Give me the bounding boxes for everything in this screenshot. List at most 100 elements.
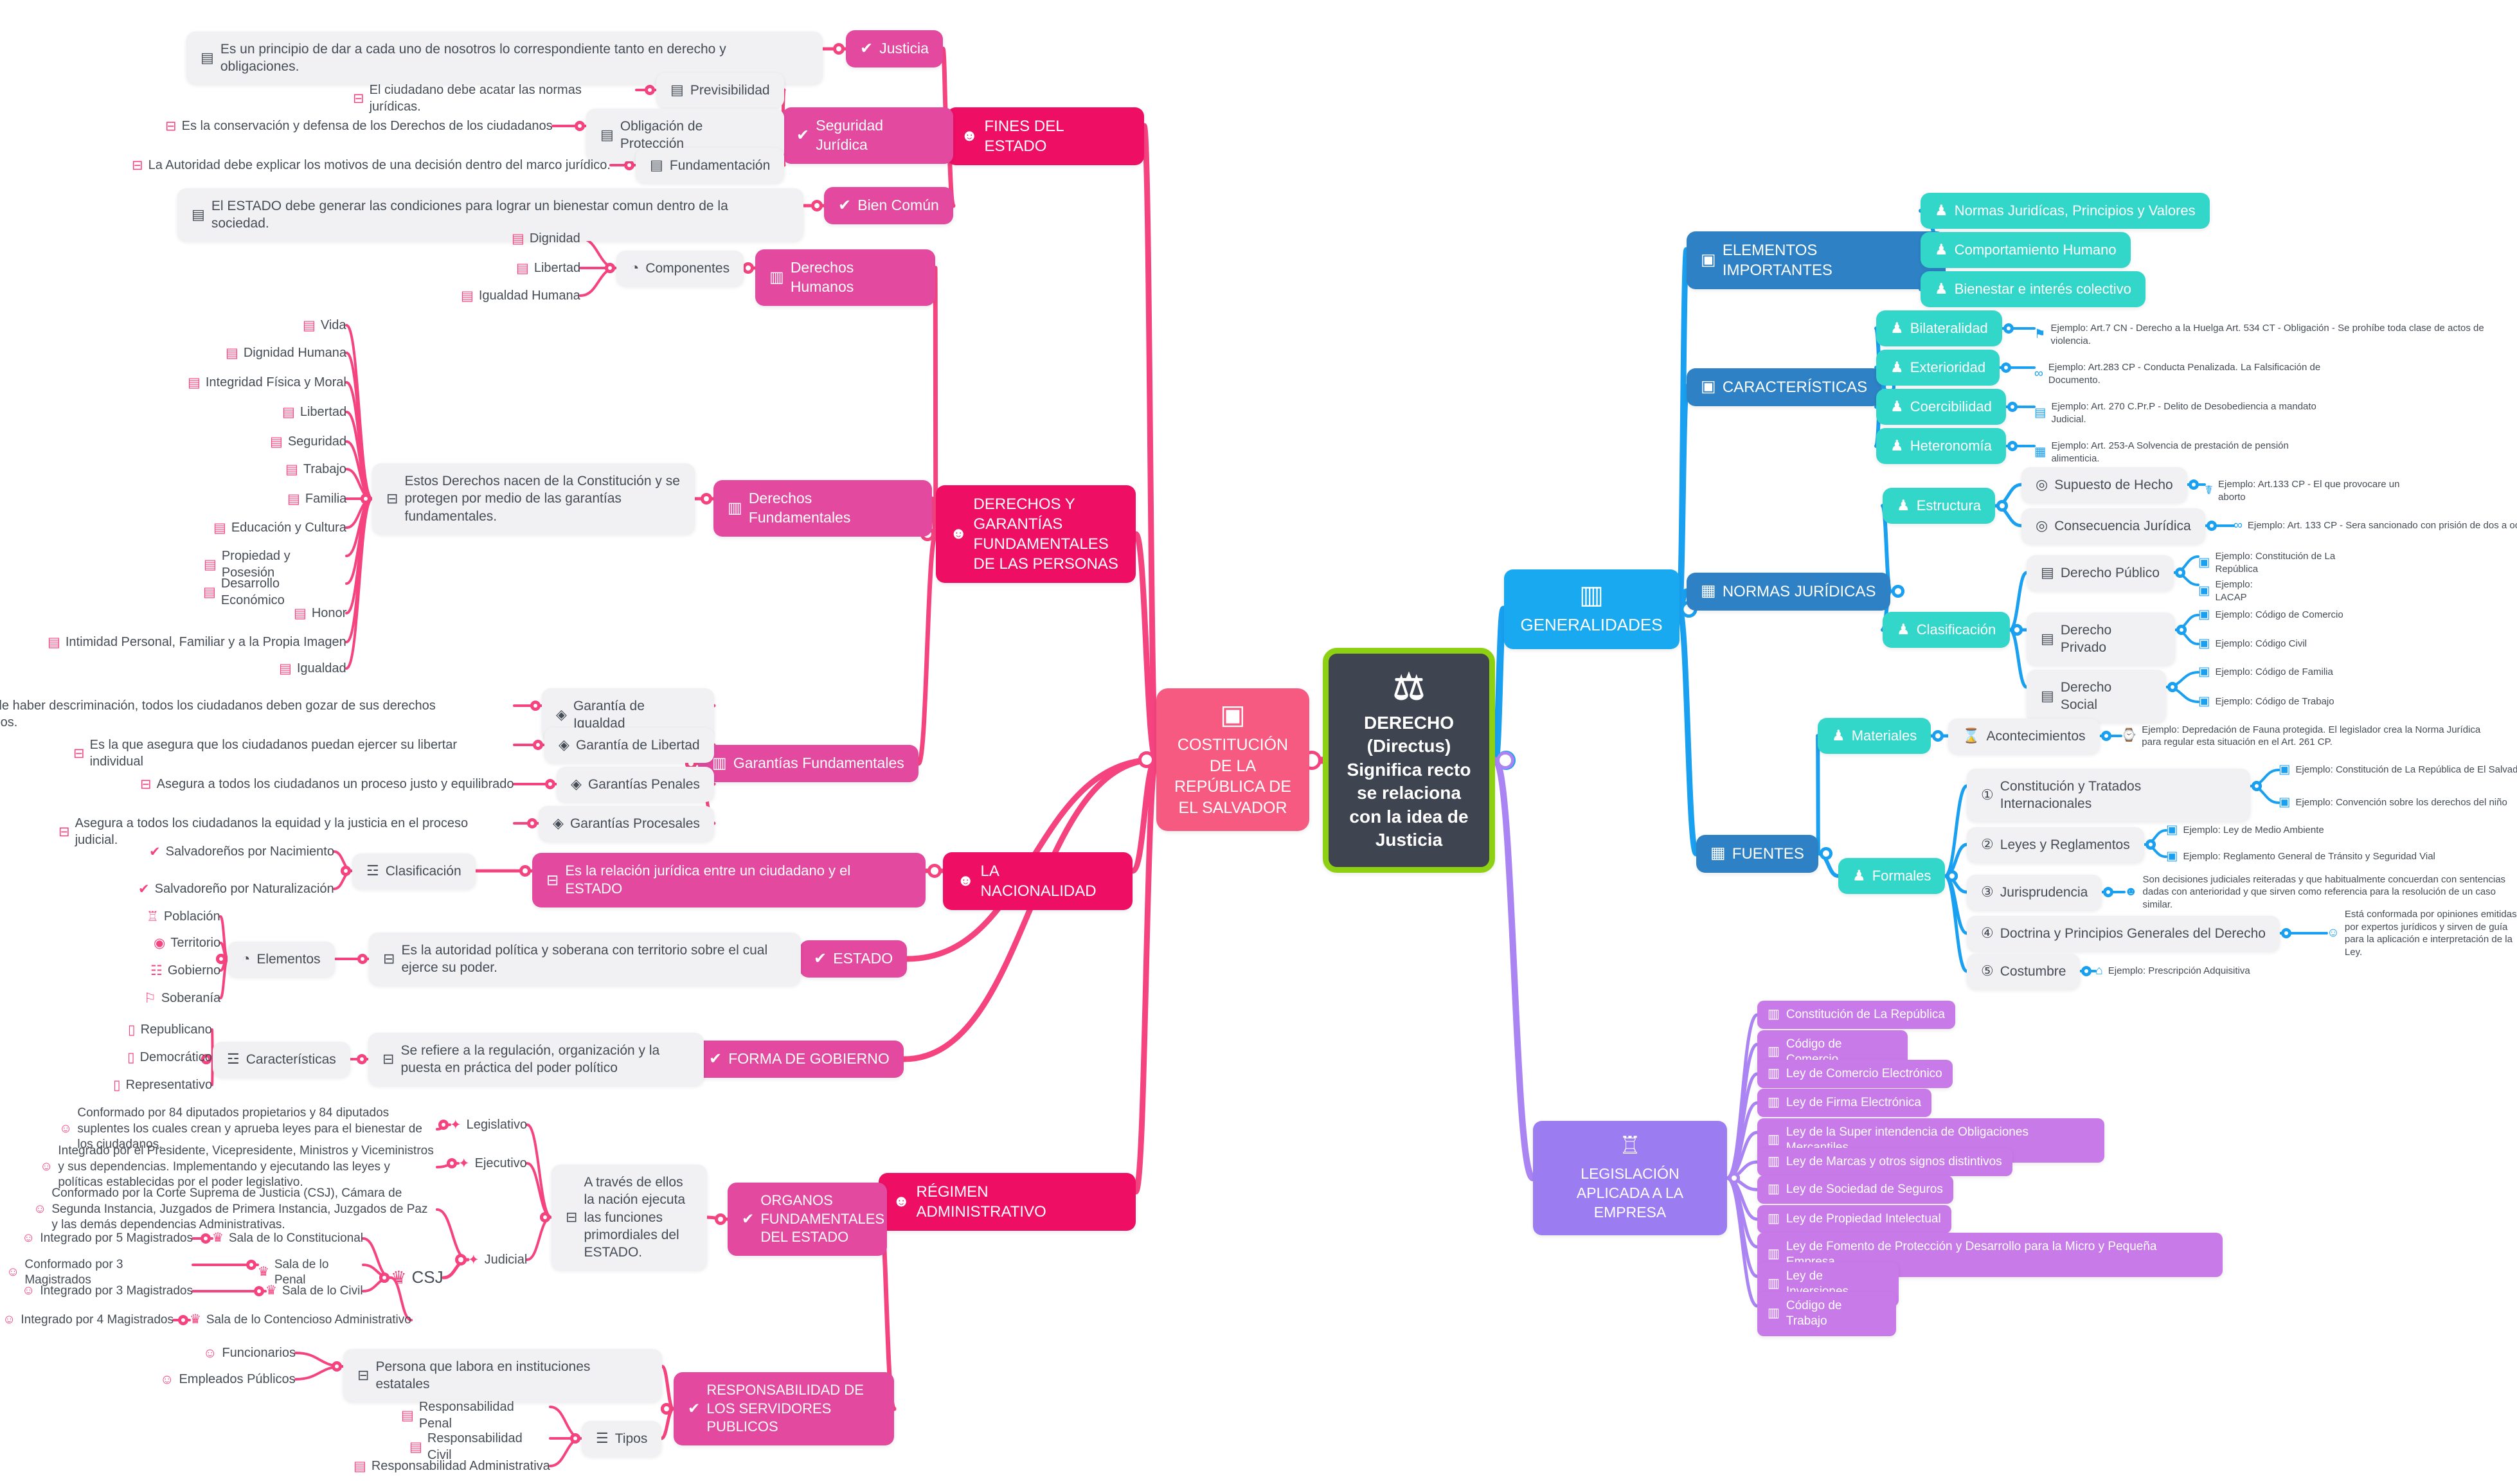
- ej-bilateralidad[interactable]: ⚑Ejemplo: Art.7 CN - Derecho a la Huelga…: [2034, 322, 2517, 347]
- ej-dpriv-1[interactable]: ▣Ejemplo: Código de Comercio: [2198, 608, 2343, 621]
- ej-f2a[interactable]: ▣Ejemplo: Ley de Medio Ambiente: [2166, 823, 2324, 837]
- d-igualdad[interactable]: ▤Igualdad: [279, 660, 346, 677]
- lex-firma-electronica[interactable]: ▥Ley de Firma Electrónica: [1757, 1088, 1931, 1118]
- fuentes[interactable]: ▦FUENTES: [1696, 834, 1818, 873]
- legislacion-empresa[interactable]: ♖LEGISLACIÓN APLICADA A LA EMPRESA: [1533, 1121, 1727, 1235]
- tipos[interactable]: ☰Tipos: [582, 1420, 661, 1456]
- ej-f2b[interactable]: ▣Ejemplo: Reglamento General de Tránsito…: [2166, 850, 2435, 863]
- derecho-privado[interactable]: ▤Derecho Privado: [2027, 612, 2175, 666]
- ej-dsoc-1[interactable]: ▣Ejemplo: Código de Familia: [2198, 665, 2333, 679]
- componentes[interactable]: ◔Componentes: [616, 250, 744, 286]
- funcionarios[interactable]: ☺Funcionarios: [203, 1345, 296, 1361]
- ej-exterioridad[interactable]: ∞Ejemplo: Art.283 CP - Conducta Penaliza…: [2034, 361, 2375, 386]
- lex-comercio-electronico[interactable]: ▥Ley de Comercio Electrónico: [1757, 1059, 1953, 1089]
- judicial[interactable]: ✦Judicial: [468, 1251, 527, 1268]
- sala-constitucional[interactable]: ♛Sala de lo Constitucional: [212, 1231, 363, 1247]
- note-derechos-fund[interactable]: ⊟Estos Derechos nacen de la Constitución…: [372, 463, 695, 534]
- lex-sociedad-seguros[interactable]: ▥Ley de Sociedad de Seguros: [1757, 1175, 1953, 1204]
- resp-civil[interactable]: ▤Responsabilidad Civil: [409, 1430, 550, 1463]
- note-legislativo[interactable]: ☺Conformado por 84 diputados propietario…: [59, 1105, 437, 1153]
- note-sala-civil[interactable]: ☺Integrado por 3 Magistrados: [22, 1283, 193, 1300]
- comp-dignidad[interactable]: ▤Dignidad: [512, 230, 580, 247]
- center-derecho[interactable]: ⚖DERECHO (Directus) Significa recto se r…: [1323, 648, 1495, 873]
- materiales[interactable]: ♟Materiales: [1818, 717, 1931, 755]
- ej-costumbre[interactable]: ⌂Ejemplo: Prescripción Adquisitiva: [2095, 964, 2250, 978]
- ejecutivo[interactable]: ✦Ejecutivo: [458, 1155, 527, 1172]
- formales[interactable]: ♟Formales: [1838, 857, 1945, 895]
- sala-penal[interactable]: ♛Sala de lo Penal: [258, 1257, 363, 1289]
- regimen-administrativo[interactable]: ☻RÉGIMEN ADMINISTRATIVO: [879, 1172, 1136, 1231]
- note-obligacion[interactable]: ⊟Es la conservación y defensa de los Der…: [165, 118, 553, 134]
- resp-administrativa[interactable]: ▤Responsabilidad Administrativa: [354, 1458, 550, 1474]
- fg-republicano[interactable]: ▯Republicano: [128, 1021, 212, 1038]
- ej-coercibilidad[interactable]: ▤Ejemplo: Art. 270 C.Pr.P - Delito de De…: [2034, 400, 2354, 425]
- sala-civil[interactable]: ♛Sala de lo Civil: [265, 1283, 363, 1300]
- fg-democratico[interactable]: ▯Democrático: [127, 1049, 212, 1066]
- note-g-igualdad[interactable]: ⊟No debe de haber descriminación, todos …: [0, 697, 514, 731]
- note-sala-cont[interactable]: ☺Integrado por 4 Magistrados: [3, 1312, 174, 1328]
- ej-dpub-2[interactable]: ▣Ejemplo: LACAP: [2198, 578, 2287, 603]
- ej-f1a[interactable]: ▣Ejemplo: Constitución de La República d…: [2279, 763, 2517, 776]
- ej-f1b[interactable]: ▣Ejemplo: Convención sobre los derechos …: [2279, 796, 2507, 809]
- d-intimidad[interactable]: ▤Intimidad Personal, Familiar y a la Pro…: [48, 634, 346, 650]
- derechos-fundamentales[interactable]: ▥Derechos Fundamentales: [713, 480, 932, 537]
- seguridad-juridica[interactable]: ✔Seguridad Jurídica: [782, 107, 953, 164]
- ej-dpub-1[interactable]: ▣Ejemplo: Constitución de La República: [2198, 550, 2381, 575]
- heteronomia[interactable]: ♟Heteronomía: [1876, 427, 2006, 465]
- ej-dsoc-2[interactable]: ▣Ejemplo: Código de Trabajo: [2198, 695, 2334, 708]
- elementos[interactable]: ◔Elementos: [228, 941, 335, 977]
- normas-juridicas[interactable]: ▦NORMAS JURÍDICAS: [1687, 572, 1890, 611]
- note-jurisprudencia[interactable]: ☻Son decisiones judiciales reiteradas y …: [2124, 873, 2516, 911]
- note-ejecutivo[interactable]: ☺Integrado por el Presidente, Vicepresid…: [40, 1143, 437, 1191]
- lex-constitucion[interactable]: ▥Constitución de La República: [1757, 1000, 1955, 1030]
- organos-fundamentales[interactable]: ✔ORGANOS FUNDAMENTALES DEL ESTADO: [728, 1183, 887, 1256]
- d-seguridad[interactable]: ▤Seguridad: [270, 433, 346, 450]
- note-g-penales[interactable]: ⊟Asegura a todos los ciudadanos un proce…: [140, 776, 514, 792]
- ej-dpriv-2[interactable]: ▣Ejemplo: Código Civil: [2198, 637, 2307, 650]
- bilateralidad[interactable]: ♟Bilateralidad: [1876, 310, 2002, 347]
- estructura[interactable]: ♟Estructura: [1883, 487, 1995, 524]
- estado[interactable]: ✔ESTADO: [800, 940, 907, 978]
- csj[interactable]: ♛CSJ: [391, 1267, 443, 1289]
- d-trabajo[interactable]: ▤Trabajo: [285, 461, 346, 478]
- d-honor[interactable]: ▤Honor: [294, 605, 346, 621]
- lex-marcas[interactable]: ▥Ley de Marcas y otros signos distintivo…: [1757, 1147, 2012, 1177]
- note-organos[interactable]: ⊟A través de ellos la nación ejecuta las…: [551, 1165, 707, 1271]
- derechos-humanos[interactable]: ▥Derechos Humanos: [755, 249, 935, 306]
- garantias-procesales[interactable]: ◈Garantías Procesales: [539, 805, 714, 841]
- e-territorio[interactable]: ◉Territorio: [154, 934, 220, 951]
- note-doctrina[interactable]: ☺Está conformada por opiniones emitidas …: [2327, 908, 2517, 958]
- consecuencia-juridica[interactable]: ◎Consecuencia Jurídica: [2021, 508, 2205, 544]
- note-estado[interactable]: ⊟Es la autoridad política y soberana con…: [369, 932, 801, 986]
- note-previsibilidad[interactable]: ⊟El ciudadano debe acatar las normas jur…: [353, 82, 636, 115]
- derecho-publico[interactable]: ▤Derecho Público: [2027, 555, 2174, 591]
- note-g-libertad[interactable]: ⊟Es la que asegura que los ciudadanos pu…: [73, 737, 514, 770]
- ej-acontecimientos[interactable]: ⌚Ejemplo: Depredación de Fauna protegida…: [2121, 724, 2502, 749]
- exterioridad[interactable]: ♟Exterioridad: [1876, 349, 2000, 386]
- empleados-publicos[interactable]: ☺Empleados Públicos: [160, 1371, 296, 1388]
- note-sala-const[interactable]: ☺Integrado por 5 Magistrados: [22, 1231, 193, 1247]
- e-gobierno[interactable]: ☷Gobierno: [150, 962, 220, 979]
- salv-naturalizacion[interactable]: ✔Salvadoreño por Naturalización: [138, 881, 334, 897]
- clasificacion-normas[interactable]: ♟Clasificación: [1883, 611, 2010, 648]
- d-desarrollo[interactable]: ▤Desarrollo Económico: [203, 575, 346, 609]
- bien-comun[interactable]: ✔Bien Común: [824, 187, 953, 224]
- d-dignidad-humana[interactable]: ▤Dignidad Humana: [226, 344, 346, 361]
- d-educacion[interactable]: ▤Educación y Cultura: [213, 519, 346, 536]
- fines-del-estado[interactable]: ☻FINES DEL ESTADO: [947, 107, 1144, 165]
- forma-de-gobierno[interactable]: ✔FORMA DE GOBIERNO: [695, 1041, 904, 1078]
- note-responsabilidad[interactable]: ⊟Persona que labora en instituciones est…: [343, 1348, 662, 1402]
- fundamentacion[interactable]: ▤Fundamentación: [636, 147, 784, 183]
- ej-consecuencia[interactable]: ∞Ejemplo: Art. 133 CP - Sera sancionado …: [2234, 519, 2517, 532]
- garantias-penales[interactable]: ◈Garantías Penales: [557, 766, 714, 802]
- salv-nacimiento[interactable]: ✔Salvadoreños por Nacimiento: [149, 843, 334, 860]
- ej-supuesto[interactable]: ☤Ejemplo: Art.133 CP - El que provocare …: [2205, 478, 2430, 503]
- acontecimientos[interactable]: ⌛Acontecimientos: [1948, 718, 2100, 754]
- note-bien-comun[interactable]: ▤El ESTADO debe generar las condiciones …: [177, 188, 803, 242]
- note-g-procesales[interactable]: ⊟Asegura a todos los ciudadanos la equid…: [58, 815, 514, 848]
- lex-codigo-trabajo[interactable]: ▥Código de Trabajo: [1757, 1291, 1896, 1336]
- note-forma-gob[interactable]: ⊟Se refiere a la regulación, organizació…: [368, 1032, 704, 1086]
